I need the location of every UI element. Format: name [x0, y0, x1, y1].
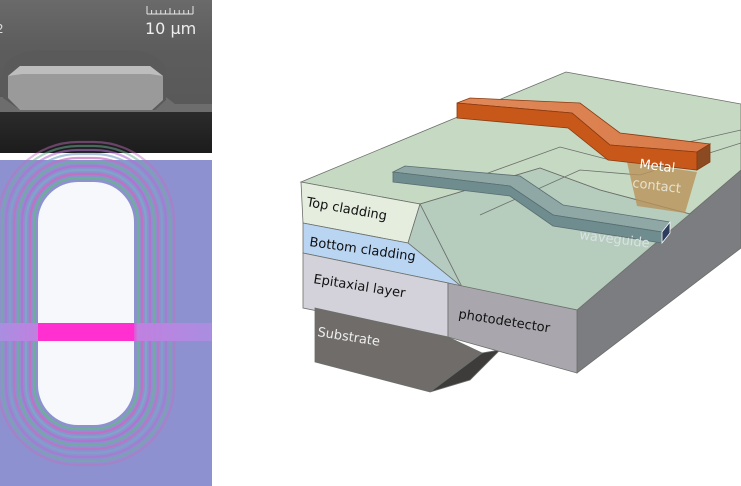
- partial-label: 2: [0, 22, 4, 36]
- scale-bar: [146, 6, 194, 15]
- resonator-ring: [8, 152, 164, 455]
- resonator-ring: [12, 156, 160, 451]
- waveguide: [391, 165, 671, 245]
- resonator-ring: [0, 144, 172, 463]
- resonator-ring: [28, 172, 144, 435]
- resonator-ring: [24, 168, 148, 439]
- device-diagram: [299, 71, 741, 393]
- resonator-ring: [4, 148, 168, 459]
- resonator-ring: [16, 160, 156, 447]
- resonator-core: [38, 182, 134, 425]
- scale-bar-label: 10 μm: [145, 19, 196, 38]
- sem-image-panel: 10 μm 2: [0, 0, 212, 153]
- resonator-ring: [0, 140, 176, 467]
- label-metal: Metal: [639, 157, 676, 176]
- resonator-ring: [20, 164, 152, 443]
- photodetector-face: [447, 282, 578, 374]
- substrate-face: [314, 307, 483, 393]
- label-contact: contact: [632, 176, 682, 197]
- resonator-ring: [32, 176, 140, 431]
- optical-microscope-panel: [0, 140, 212, 486]
- metal-strip: [456, 97, 712, 171]
- contact: [627, 162, 697, 213]
